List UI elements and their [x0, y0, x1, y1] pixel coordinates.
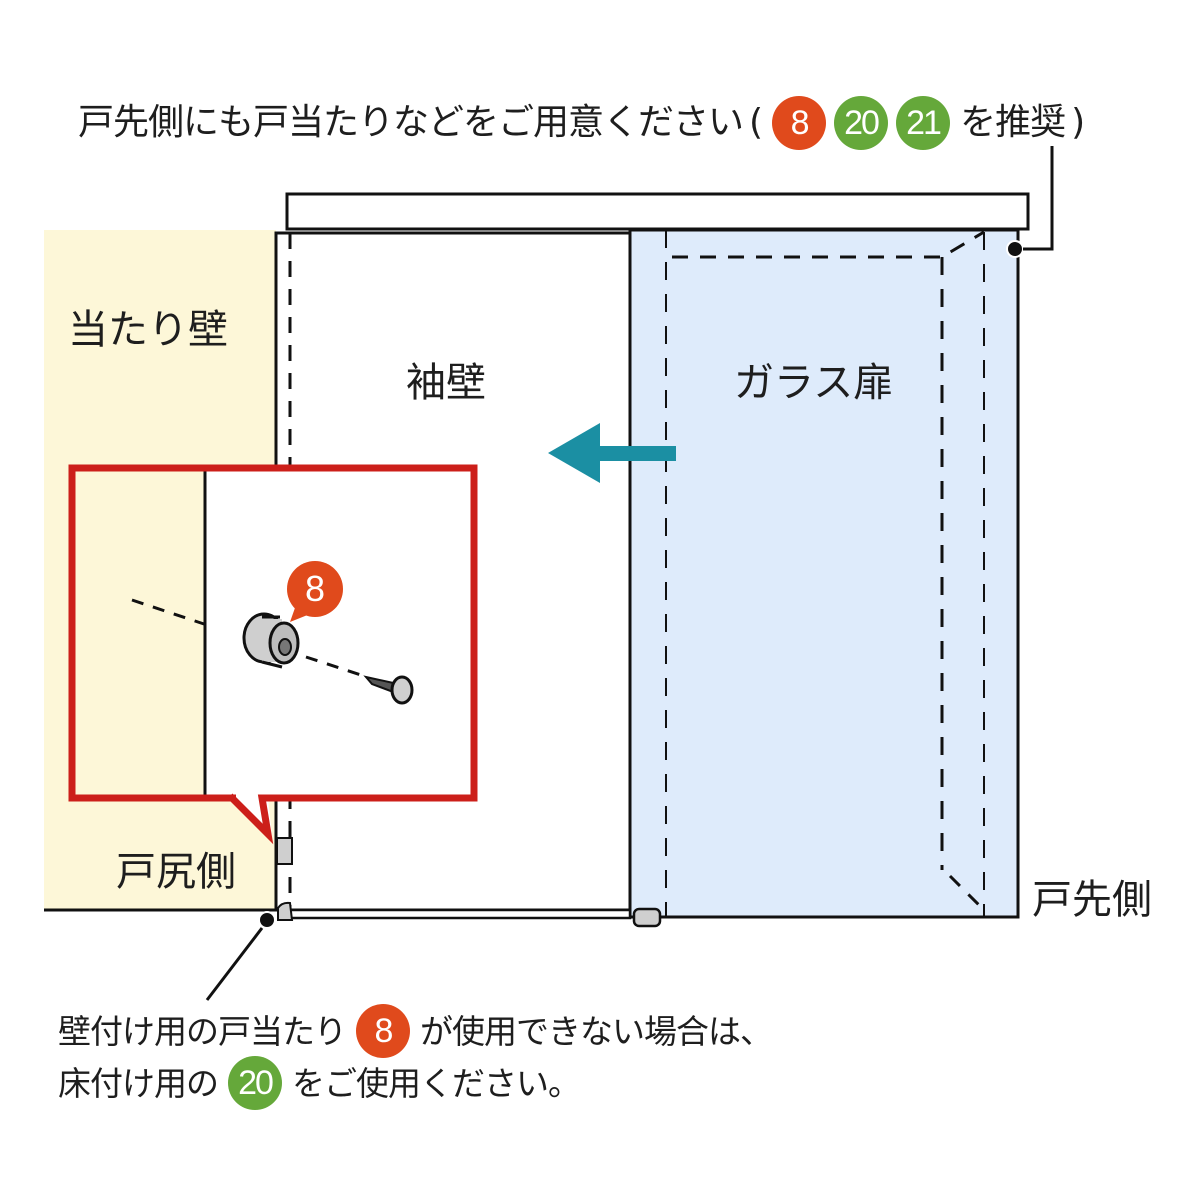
label-sodekabe: 袖壁	[406, 360, 486, 406]
top-note-suffix: を推奨	[960, 102, 1066, 143]
bottom-note-line1: 壁付け用の戸当たり 8 が使用できない場合は、	[58, 1004, 773, 1058]
screw-icon	[363, 675, 414, 705]
wall-stopper	[276, 837, 293, 865]
top-note-text: 戸先側にも戸当たりなどをご用意ください	[78, 102, 744, 143]
bottom-note-line1-text: 壁付け用の戸当たり	[58, 1011, 347, 1051]
label-atari-wall: 当たり壁	[68, 307, 228, 353]
top-rail	[285, 192, 1030, 231]
label-tojiri-side: 戸尻側	[116, 849, 236, 895]
slide-left-arrow-icon	[548, 423, 676, 483]
tosaki-point-marker	[1006, 240, 1024, 258]
bottom-note-line2-text: 床付け用の	[58, 1063, 219, 1103]
floor-rail	[284, 908, 632, 920]
label-glass-door: ガラス扉	[734, 360, 894, 406]
badge-8-bottom: 8	[356, 1004, 410, 1058]
door-stopper-part-icon	[242, 612, 300, 669]
callout-badge-8	[287, 561, 343, 622]
label-tosaki-side: 戸先側	[1032, 877, 1152, 923]
tojiri-floor-marker	[258, 911, 276, 929]
badge-20: 20	[834, 96, 889, 150]
top-note: 戸先側にも戸当たりなどをご用意ください ( 8 20 21 を推奨 )	[78, 96, 1090, 150]
badge-20-bottom: 20	[228, 1056, 282, 1110]
badge-21: 21	[896, 96, 951, 150]
floor-stopper-door	[632, 907, 662, 928]
floor-stopper-left	[277, 901, 294, 921]
paren-close: )	[1071, 102, 1085, 143]
callout-badge-label: 8	[304, 568, 326, 609]
glass-door	[628, 228, 1020, 919]
bottom-note-line1-suffix: が使用できない場合は、	[420, 1011, 773, 1051]
badge-8: 8	[772, 96, 827, 150]
paren-open: (	[749, 102, 763, 143]
callout-zoom-box	[68, 464, 478, 845]
bottom-note-line2-suffix: をご使用ください。	[292, 1063, 581, 1103]
bottom-note-line2: 床付け用の 20 をご使用ください。	[58, 1056, 581, 1110]
